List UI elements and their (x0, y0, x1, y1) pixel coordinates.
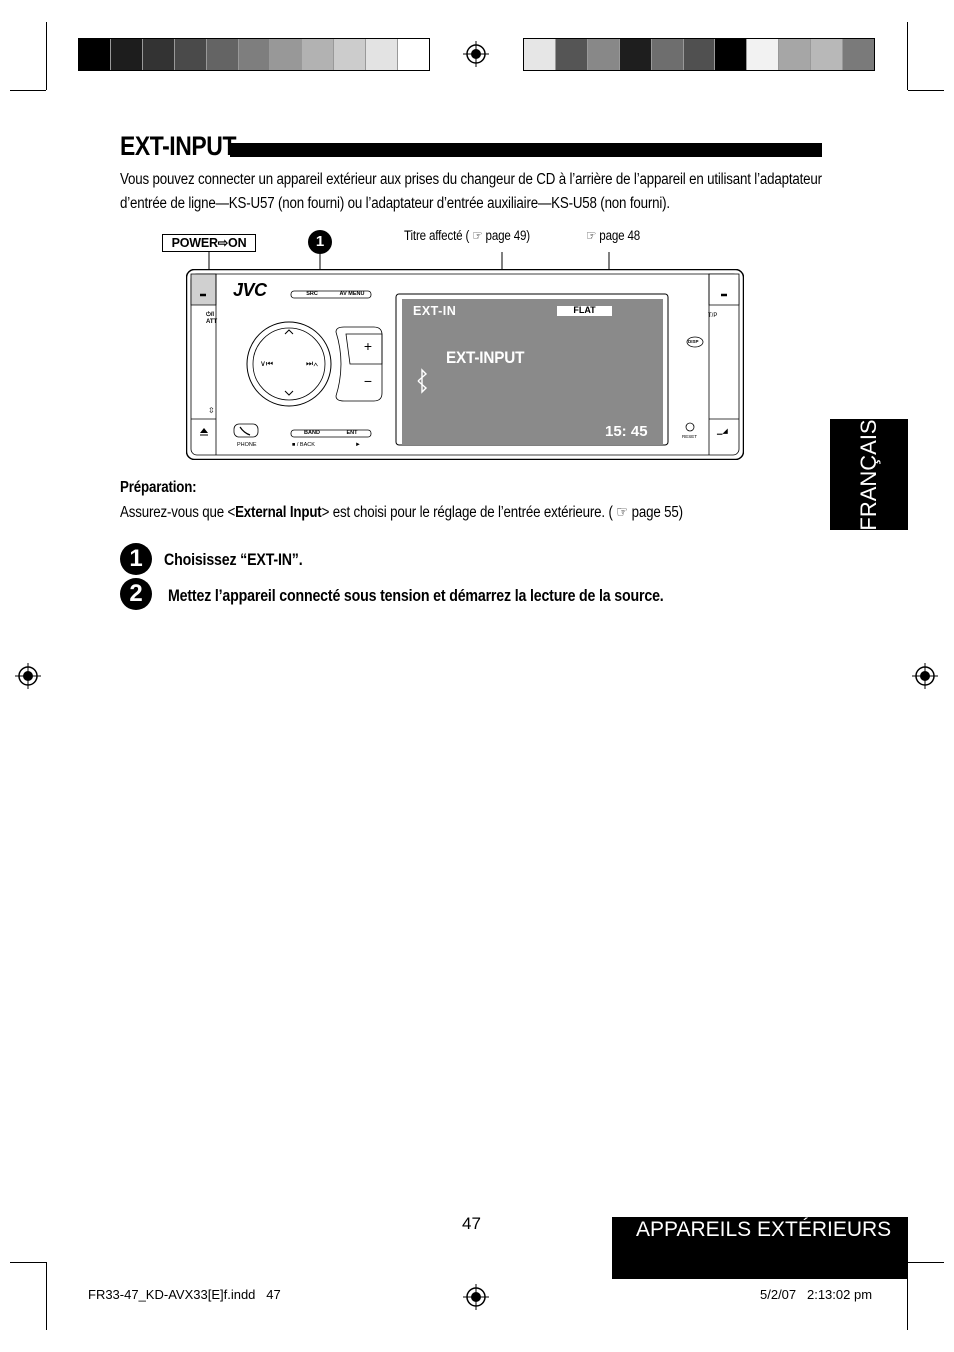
sensor-icon: ▁◢ (717, 428, 728, 435)
src-button[interactable]: SRC (306, 291, 318, 297)
language-tab: FRANÇAIS (830, 419, 908, 530)
tp-button[interactable]: T/P (708, 313, 718, 319)
color-bar-left (78, 38, 430, 71)
color-bar-right-swatch (715, 39, 748, 70)
bluetooth-icon (414, 375, 415, 376)
registration-mark-right (912, 663, 938, 689)
preparation-text: Assurez-vous que <External Input> est ch… (120, 504, 683, 521)
next-track-icon[interactable]: ⏭∧ (306, 359, 319, 368)
brand-logo: JVC (233, 280, 267, 300)
slug-left: FR33-47_KD-AVX33[E]f.indd 47 (88, 1287, 281, 1302)
preparation-block: Préparation: Assurez-vous que <External … (120, 475, 774, 525)
color-bar-right-swatch (683, 39, 716, 70)
play-label: ► (355, 442, 361, 448)
color-bar-left-swatch (174, 39, 207, 70)
pointer-icon: ☞ (472, 228, 483, 243)
color-bar-right-swatch (779, 39, 812, 70)
ent-button[interactable]: ENT (346, 430, 358, 436)
registration-mark-top (463, 41, 489, 67)
color-bar-right-swatch (587, 39, 620, 70)
color-bar-left-swatch (366, 39, 399, 70)
color-bar-left-swatch (302, 39, 335, 70)
color-bar-right-swatch (747, 39, 780, 70)
pointer-icon: ☞ (616, 504, 629, 521)
faceplate-drawing: + − (185, 268, 745, 461)
car-stereo-faceplate: + − JVC SRC AV MENU ⏻/I ATT T/P DISP ∨⏮ … (185, 268, 745, 461)
power-on-label: POWER⇨ON (162, 234, 256, 252)
preparation-heading: Préparation: (120, 479, 197, 496)
color-bar-left-swatch (79, 39, 111, 70)
callout-number: 1 (308, 230, 332, 254)
color-bar-left-swatch (334, 39, 367, 70)
mode-ref-label: ☞ page 48 (586, 228, 641, 243)
screen-main: EXT-INPUT (446, 348, 525, 367)
step-2-text: Mettez l’appareil connecté sous tension … (168, 587, 664, 605)
color-bar-right-swatch (555, 39, 588, 70)
band-button[interactable]: BAND (304, 430, 320, 436)
av-menu-button[interactable]: AV MENU (339, 291, 365, 297)
color-bar-left-swatch (110, 39, 143, 70)
color-bar-right-swatch (811, 39, 844, 70)
intro-paragraph: Vous pouvez connecter un appareil extéri… (120, 171, 822, 212)
title-rule (230, 143, 822, 157)
power-att-button[interactable]: ⏻/I ATT (206, 312, 218, 325)
color-bar-right-swatch (843, 39, 874, 70)
section-tab: APPAREILS EXTÉRIEURS (612, 1217, 908, 1279)
release-icon: ⇳ (208, 406, 215, 415)
screen-mode: FLAT (573, 305, 596, 315)
pointer-icon: ☞ (586, 228, 597, 243)
color-bar-right-swatch (651, 39, 684, 70)
phone-label: PHONE (237, 442, 257, 448)
back-label: ■ / BACK (292, 442, 315, 448)
title-ref-label: Titre affecté ( ☞ page 49) (404, 228, 531, 243)
power-icon: ⏻/I (206, 312, 215, 318)
screen-clock: 15: 45 (605, 423, 648, 440)
svg-text:+: + (364, 338, 372, 354)
color-bar-left-swatch (142, 39, 175, 70)
step-1-number: 1 (120, 543, 152, 575)
color-bar-left-swatch (206, 39, 239, 70)
color-bar-left-swatch (238, 39, 271, 70)
color-bar-left-swatch (270, 39, 303, 70)
svg-text:−: − (364, 373, 372, 389)
color-bar-right (523, 38, 875, 71)
prev-track-icon[interactable]: ∨⏮ (260, 359, 274, 368)
color-bar-right-swatch (619, 39, 652, 70)
registration-mark-left (15, 663, 41, 689)
section-label: APPAREILS EXTÉRIEURS (636, 1218, 892, 1241)
registration-mark-bottom (463, 1284, 489, 1310)
reset-label: RESET (682, 434, 698, 439)
screen-source: EXT-IN (413, 304, 457, 318)
slug-right: 5/2/07 2:13:02 pm (760, 1287, 873, 1302)
page-title: EXT-INPUT (120, 131, 237, 161)
page-number: 47 (462, 1214, 481, 1233)
color-bar-right-swatch (524, 39, 556, 70)
color-bar-left-swatch (398, 39, 429, 70)
disp-button[interactable]: DISP (688, 339, 699, 344)
step-2-number: 2 (120, 578, 152, 610)
step-1-text: Choisissez “EXT-IN”. (164, 551, 303, 569)
